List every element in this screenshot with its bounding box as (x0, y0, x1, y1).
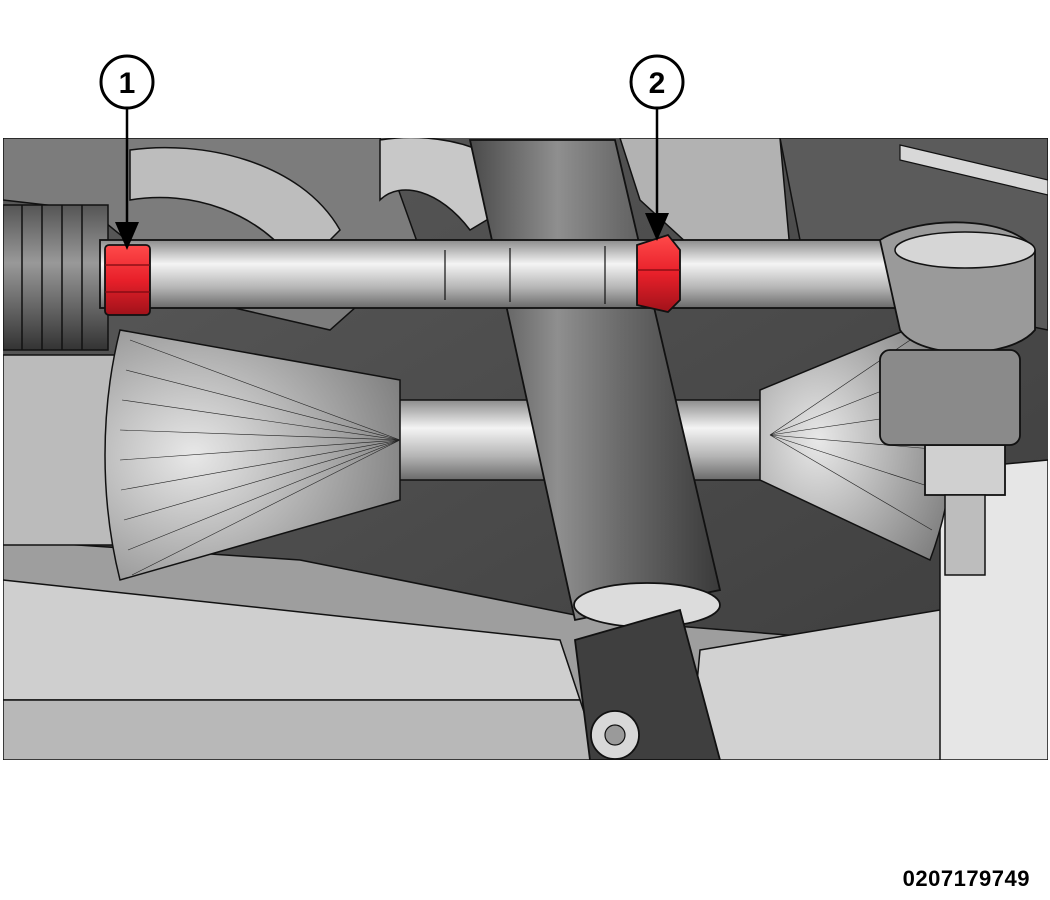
tie-rod-end (878, 221, 1036, 576)
rack-boot (3, 204, 109, 351)
illustration-panel (3, 138, 1048, 760)
callout-2-circle (629, 54, 685, 110)
callout-2-label: 2 (649, 67, 666, 100)
callout-1-label: 1 (119, 67, 136, 100)
clamp-1-highlight (104, 244, 151, 316)
callout-1: 1 (99, 54, 155, 250)
adjuster-nut-2-highlight (636, 233, 681, 313)
callout-1-arrowhead (115, 222, 139, 250)
callout-1-circle (99, 54, 155, 110)
callout-2: 2 (629, 54, 685, 241)
tie-rod (99, 239, 901, 309)
figure-id: 0207179749 (902, 866, 1030, 891)
callout-2-arrowhead (645, 213, 669, 241)
